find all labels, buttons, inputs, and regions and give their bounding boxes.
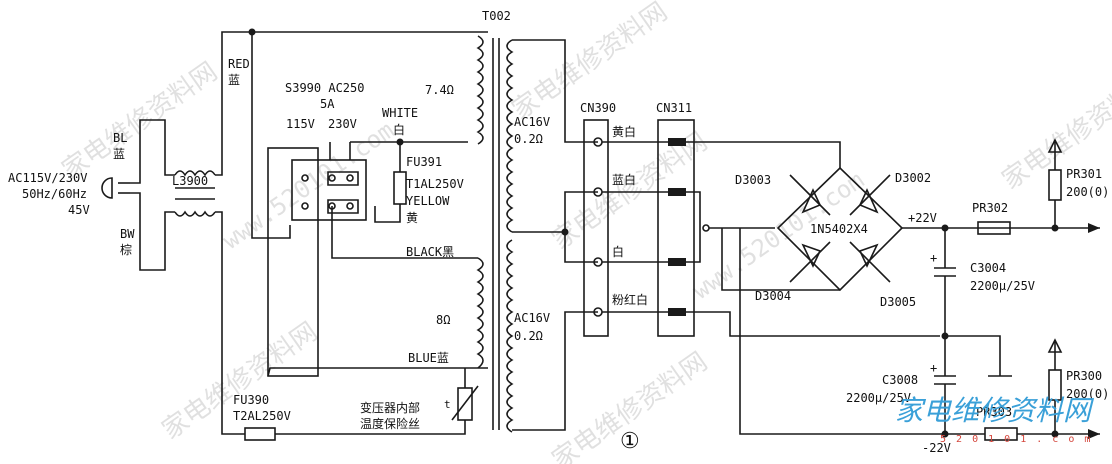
pin-label-4: 粉红白 — [612, 292, 648, 307]
fu391-label: FU391 — [406, 155, 442, 169]
c3008-plus: + — [930, 361, 937, 375]
ac16-top-r-label: 0.2Ω — [514, 132, 543, 146]
cn390-label: CN390 — [580, 101, 616, 115]
voltage-switch-s3990 — [267, 142, 367, 377]
watermark-site: www.520101.com — [217, 116, 399, 255]
bridge-rectifier — [776, 166, 904, 292]
pr301-label: PR301 — [1066, 167, 1102, 181]
d3002-label: D3002 — [895, 171, 931, 185]
pr300-label: PR300 — [1066, 369, 1102, 383]
ohm74-label: 7.4Ω — [425, 83, 454, 97]
red-cn-label: 蓝 — [228, 73, 240, 87]
c3008-value: 2200μ/25V — [846, 391, 911, 405]
ohm8-label: 8Ω — [436, 313, 450, 327]
ac-voltage-label: 45V — [68, 203, 90, 217]
c3004-plus: + — [930, 251, 937, 265]
cn311-label: CN311 — [656, 101, 692, 115]
ac-plug — [101, 119, 175, 271]
pin-label-1: 黄白 — [612, 124, 636, 139]
ac16-bot-label: AC16V — [514, 311, 550, 325]
ac16-bot-r-label: 0.2Ω — [514, 329, 543, 343]
logo-url: 5 2 0 1 0 1 . c o m — [940, 434, 1092, 445]
white-cn-label: 白 — [393, 122, 405, 137]
fu391-rating: T1AL250V — [406, 177, 464, 191]
thermal-t-symbol: t — [444, 398, 451, 411]
pin-label-3: 白 — [612, 244, 624, 259]
site-logo: 家电维修资料网 5 2 0 1 0 1 . c o m — [895, 394, 1095, 445]
l3900-label: L3900 — [172, 174, 208, 188]
pin-label-2: 蓝白 — [612, 172, 636, 187]
bl-label: BL — [113, 131, 127, 145]
bl-cn-label: 蓝 — [113, 147, 125, 161]
plus22-label: +22V — [908, 211, 937, 225]
c3008-label: C3008 — [882, 373, 918, 387]
blue-label: BLUE蓝 — [408, 351, 449, 365]
minus22-label: -22V — [922, 441, 951, 455]
thermal-label-2: 温度保险丝 — [360, 416, 420, 431]
ac-input-label: AC115V/230V — [8, 171, 87, 185]
transformer-t002 — [476, 35, 514, 433]
yellow-cn-label: 黄 — [406, 211, 418, 225]
switch-current-label: 5A — [320, 97, 335, 111]
bw-label: BW — [120, 227, 135, 241]
c3004-value: 2200μ/25V — [970, 279, 1035, 293]
yellow-label: YELLOW — [406, 194, 450, 208]
v115-label: 115V — [286, 117, 315, 131]
connector-cn311 — [657, 119, 695, 337]
ac-freq-label: 50Hz/60Hz — [22, 187, 87, 201]
bw-cn-label: 棕 — [120, 242, 132, 257]
ac16-top-label: AC16V — [514, 115, 550, 129]
pr301-value: 200(0) — [1066, 185, 1109, 199]
c3004-label: C3004 — [970, 261, 1006, 275]
watermark-text: 家电维修资料网 — [157, 317, 323, 446]
red-label: RED — [228, 57, 250, 71]
d3003-label: D3003 — [735, 173, 771, 187]
d3005-label: D3005 — [880, 295, 916, 309]
fu390-label: FU390 — [233, 393, 269, 407]
d3004-label: D3004 — [755, 289, 791, 303]
black-label: BLACK黑 — [406, 245, 454, 259]
pr302-label: PR302 — [972, 201, 1008, 215]
fu390-rating: T2AL250V — [233, 409, 291, 423]
pr303-label: PR303 — [976, 405, 1012, 419]
circled-one: ① — [620, 429, 640, 454]
thermal-label-1: 变压器内部 — [360, 400, 420, 415]
v230-label: 230V — [328, 117, 357, 131]
bridge-label: 1N5402X4 — [810, 222, 868, 236]
transformer-label: T002 — [482, 9, 511, 23]
white-label: WHITE — [382, 106, 418, 120]
line-filter-l3900 — [174, 170, 216, 217]
logo-text: 家电维修资料网 — [895, 394, 1095, 427]
pr300-value: 200(0) — [1066, 387, 1109, 401]
switch-label: S3990 AC250 — [285, 81, 364, 95]
